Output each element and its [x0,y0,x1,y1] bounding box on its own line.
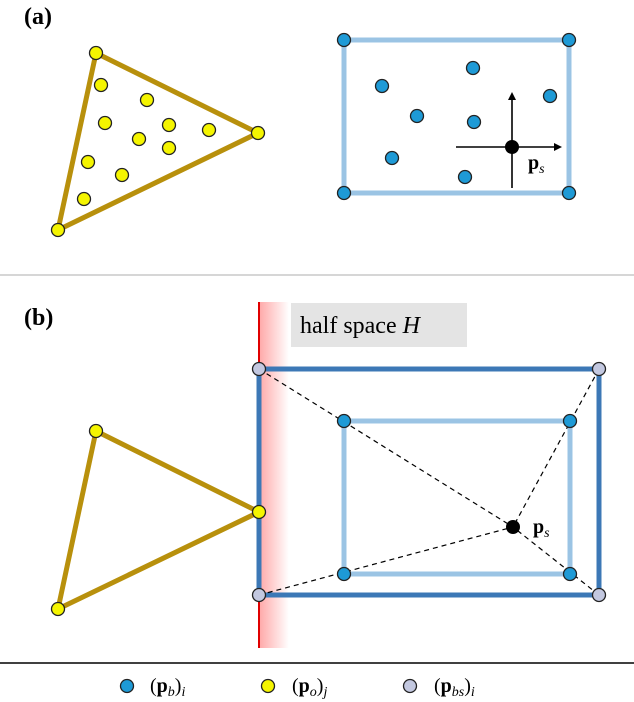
panel-a: (a) [24,4,577,238]
scaled-corner-point [251,361,267,377]
box-a [341,37,572,196]
ps-point-a [505,140,519,154]
box-corner-point [336,185,352,201]
object-point [250,125,266,141]
box-corner-point [562,566,578,582]
scaled-corner-point [591,587,607,603]
halfspace-label: half space H [300,313,422,339]
panel-b-label: (b) [24,305,53,331]
legend-swatch-blue [119,678,135,694]
halfspace-label-bg [291,303,467,347]
box-point [409,108,425,124]
object-point [50,601,66,617]
ps-point-b [506,520,520,534]
object-triangle-a [55,50,261,233]
object-triangle-b [55,428,262,612]
object-point [161,117,177,133]
box-corner-point [561,185,577,201]
scaling-ray [512,368,600,528]
box-point [466,114,482,130]
object-point [50,222,66,238]
legend: (pb)i (po)j (pbs)i [119,675,475,700]
scaling-rays [258,368,600,596]
box-corner-point [336,32,352,48]
object-point [131,131,147,147]
box-point [465,60,481,76]
object-point [139,92,155,108]
legend-swatch-yellow [260,678,276,694]
legend-label-scaled-point: (pbs)i [434,675,475,700]
object-point [161,140,177,156]
ps-label-b: ps [533,516,550,541]
scaled-corner-point [251,587,267,603]
scaling-ray [512,526,600,596]
scaling-ray [258,368,514,528]
legend-label-object-point: (po)j [292,675,327,700]
legend-item-box-point: (pb)i [119,675,185,700]
panel-b: (b) half space H [24,302,607,648]
box-points-a [336,32,577,201]
box-corner-point [336,566,352,582]
scaled-corner-point [591,361,607,377]
ps-label-a: ps [528,152,545,177]
box-point [374,78,390,94]
legend-item-scaled-point: (pbs)i [402,675,475,700]
box-corner-point [336,413,352,429]
box-scaled [256,366,602,598]
object-points-a [50,45,266,238]
box-corner-point [562,413,578,429]
box-point [542,88,558,104]
legend-swatch-lavender [402,678,418,694]
object-point [251,504,267,520]
object-point [88,45,104,61]
scaling-ray [258,526,514,596]
object-point [114,167,130,183]
box-point [384,150,400,166]
object-point [201,122,217,138]
object-point [80,154,96,170]
object-point [97,115,113,131]
panel-a-label: (a) [24,4,52,30]
legend-label-box-point: (pb)i [150,675,185,700]
legend-item-object-point: (po)j [260,675,327,700]
box-corner-point [561,32,577,48]
object-point [88,423,104,439]
object-point [76,191,92,207]
box-point [457,169,473,185]
object-point [93,77,109,93]
box-original [341,418,573,577]
